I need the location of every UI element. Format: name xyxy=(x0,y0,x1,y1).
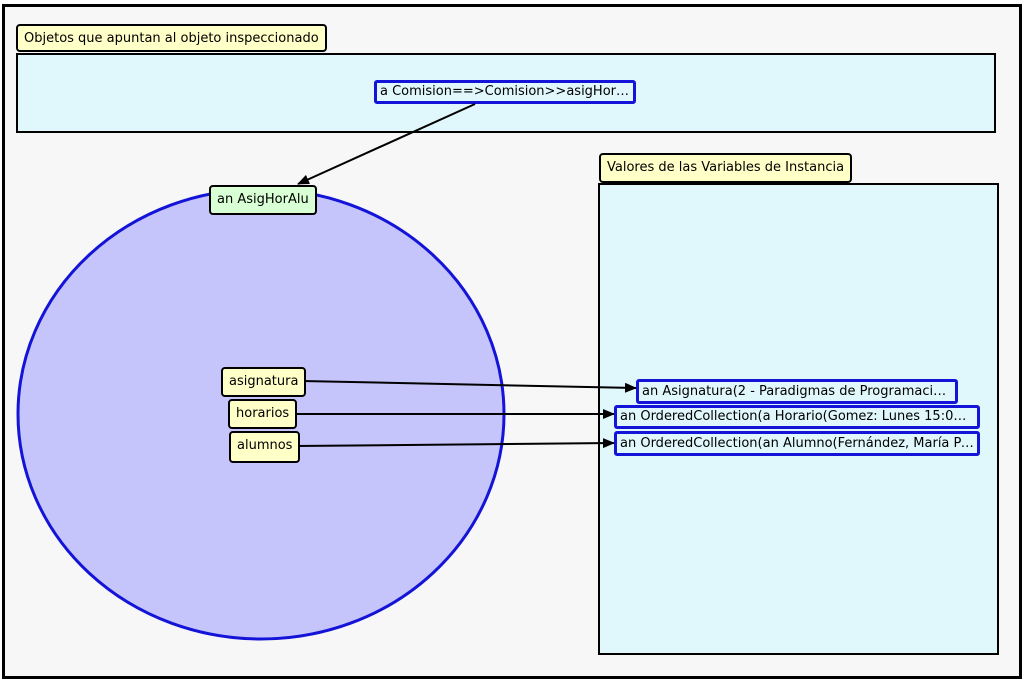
value-asignatura[interactable]: an Asignatura(2 - Paradigmas de Programa… xyxy=(636,379,958,404)
variable-asignatura[interactable]: asignatura xyxy=(221,367,307,397)
variable-alumnos[interactable]: alumnos xyxy=(229,431,301,463)
value-alumnos[interactable]: an OrderedCollection(an Alumno(Fernández… xyxy=(614,431,980,456)
referrers-panel-title: Objetos que apuntan al objeto inspeccion… xyxy=(16,24,327,52)
inspected-object-label[interactable]: an AsigHorAlu xyxy=(209,185,317,215)
referrer-item[interactable]: a Comision==>Comision>>asigHorAlu xyxy=(374,80,636,104)
variable-horarios[interactable]: horarios xyxy=(228,399,298,429)
value-horarios[interactable]: an OrderedCollection(a Horario(Gomez: Lu… xyxy=(614,405,980,429)
instance-values-panel-title: Valores de las Variables de Instancia xyxy=(599,153,853,183)
